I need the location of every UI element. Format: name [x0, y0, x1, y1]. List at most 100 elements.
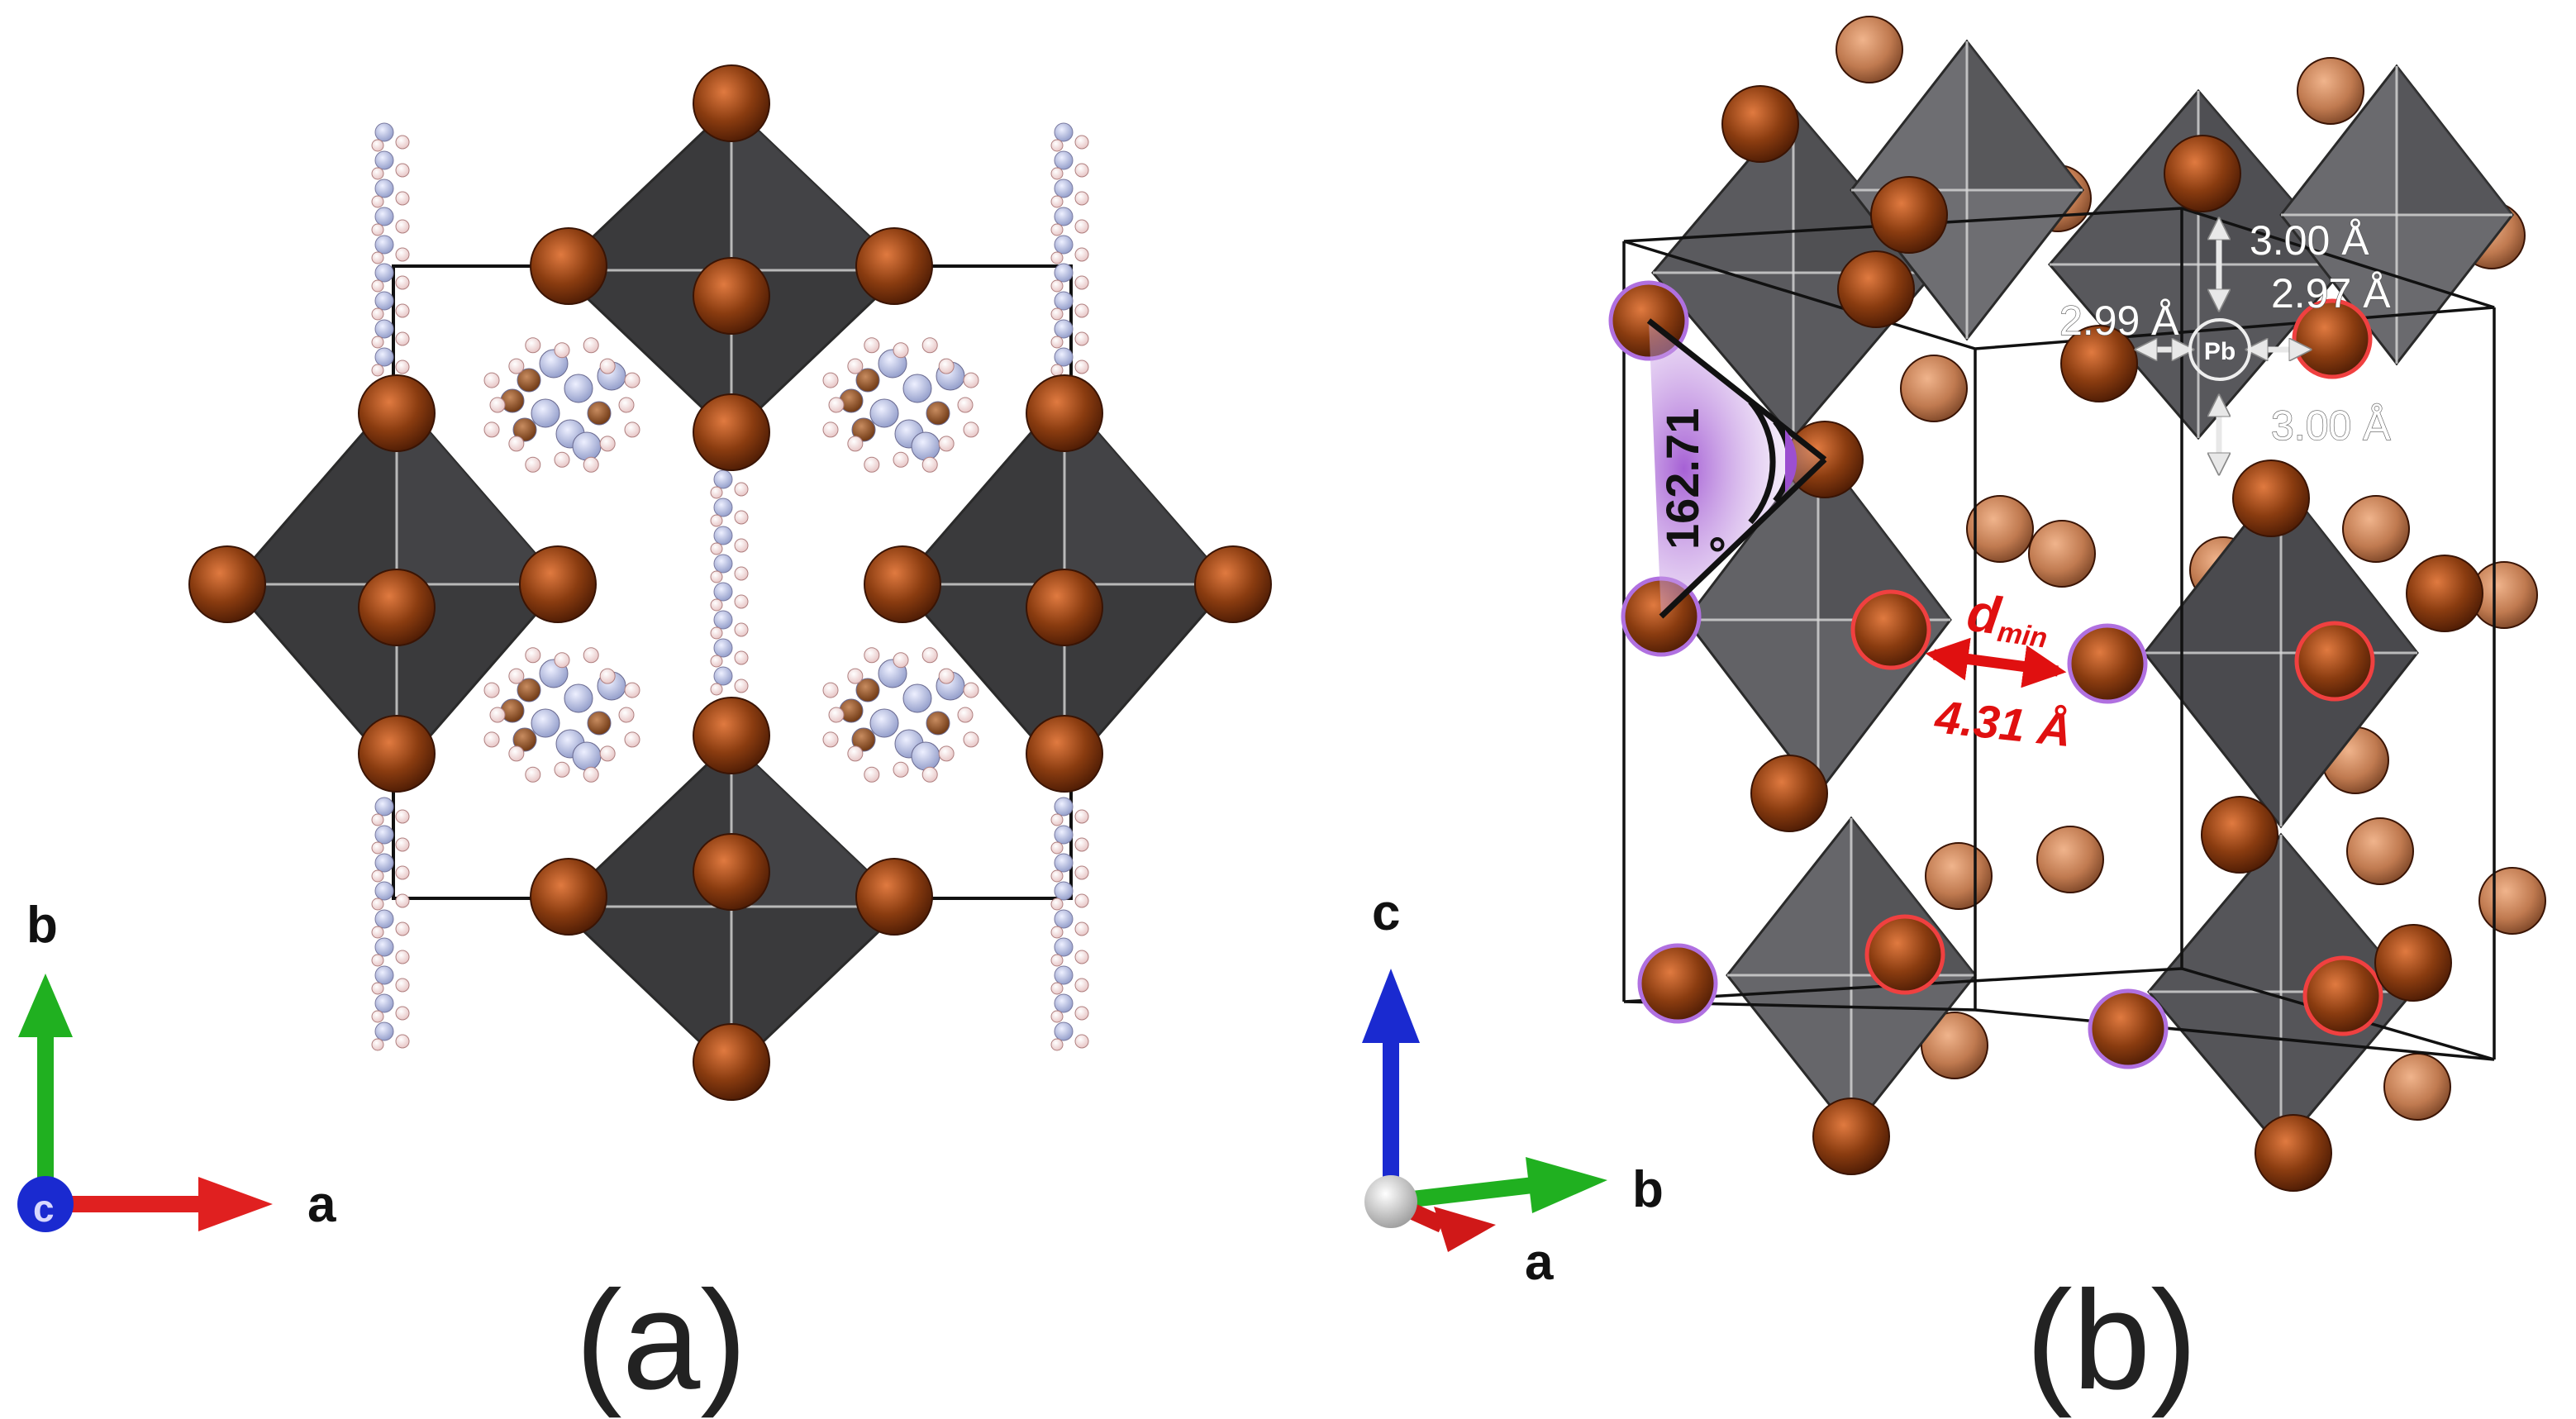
c-atom: [587, 401, 612, 426]
axis-triad-b: c b a: [1362, 884, 1664, 1291]
br-atom: [1900, 355, 1968, 422]
br-atom: [2342, 495, 2410, 563]
h-atom: [1074, 360, 1089, 374]
h-atom: [371, 364, 384, 377]
bond-length-right: 2.97 Å: [2271, 270, 2391, 317]
h-atom: [847, 745, 864, 762]
h-atom: [508, 436, 525, 452]
br-atom: [188, 545, 266, 623]
n-atom: [902, 374, 932, 403]
h-atom: [371, 898, 384, 911]
h-atom: [395, 809, 410, 824]
br-atom: [2067, 623, 2148, 704]
n-atom: [713, 582, 733, 602]
n-atom: [1054, 797, 1074, 817]
h-atom: [624, 682, 640, 698]
h-atom: [921, 337, 938, 354]
h-atom: [395, 191, 410, 206]
h-atom: [583, 766, 599, 783]
h-atom: [1074, 219, 1089, 234]
dmin-symbol: dmin: [1964, 583, 2054, 655]
n-atom: [713, 666, 733, 686]
h-atom: [1074, 191, 1089, 206]
n-atom: [1054, 291, 1074, 311]
br-atom: [2164, 135, 2241, 212]
h-atom: [371, 279, 384, 293]
h-atom: [1074, 893, 1089, 908]
h-atom: [395, 135, 410, 150]
octahedron-face: [1064, 394, 1230, 584]
octahedron-face: [1967, 41, 2083, 190]
octahedron-face: [2397, 66, 2512, 215]
br-atom: [693, 1023, 770, 1101]
h-atom: [395, 247, 410, 262]
br-atom: [864, 545, 941, 623]
n-atom: [374, 881, 394, 901]
h-atom: [371, 869, 384, 883]
h-atom: [734, 594, 749, 609]
dmin-subscript: min: [1995, 617, 2049, 655]
angle-value: 162.71: [1656, 408, 1708, 550]
br-atom: [693, 833, 770, 911]
h-atom: [864, 766, 880, 783]
br-atom: [358, 569, 436, 646]
axis-triad-a: c b a: [17, 897, 336, 1233]
h-atom: [710, 486, 723, 499]
axis-label-b: b: [1632, 1161, 1664, 1218]
h-atom: [921, 456, 938, 473]
n-atom: [374, 965, 394, 985]
panel-a: c b a (a): [17, 64, 1272, 1419]
h-atom: [395, 837, 410, 852]
h-atom: [395, 331, 410, 346]
h-atom: [508, 745, 525, 762]
h-atom: [1050, 1010, 1064, 1023]
br-atom: [358, 374, 436, 452]
h-atom: [525, 337, 541, 354]
n-atom: [1054, 319, 1074, 339]
h-atom: [734, 510, 749, 525]
c-atom: [855, 368, 880, 393]
h-atom: [1050, 251, 1064, 264]
n-atom: [374, 797, 394, 817]
angle-annotation: 162.71 °: [1646, 318, 1827, 619]
h-atom: [822, 731, 839, 748]
br-atom: [855, 227, 933, 305]
c-atom: [512, 417, 537, 442]
n-atom: [869, 708, 899, 738]
h-atom: [371, 954, 384, 967]
br-atom: [2383, 1053, 2451, 1121]
c-atom: [839, 698, 864, 723]
dmin-annotation: dmin 4.31 Å: [1925, 583, 2074, 756]
h-atom: [483, 731, 500, 748]
h-atom: [395, 163, 410, 178]
h-atom: [822, 682, 839, 698]
h-atom: [371, 982, 384, 995]
h-atom: [618, 707, 635, 723]
br-atom: [693, 64, 770, 142]
h-atom: [734, 566, 749, 581]
h-atom: [847, 358, 864, 374]
h-atom: [1074, 837, 1089, 852]
panel-label-a: (a): [575, 1262, 747, 1419]
br-atom: [1836, 16, 1903, 83]
h-atom: [938, 668, 955, 684]
n-atom: [713, 469, 733, 489]
n-atom: [911, 741, 940, 771]
h-atom: [710, 626, 723, 640]
br-atom: [1864, 914, 1945, 995]
n-atom: [374, 1021, 394, 1041]
h-atom: [395, 865, 410, 880]
br-atom: [2346, 817, 2414, 885]
h-atom: [1050, 813, 1064, 826]
n-atom: [1054, 881, 1074, 901]
h-atom: [1050, 982, 1064, 995]
br-atom: [1812, 1098, 1890, 1175]
c-atom: [855, 678, 880, 702]
h-atom: [395, 1034, 410, 1049]
br-atom: [693, 257, 770, 335]
br-atom: [2294, 621, 2375, 702]
h-atom: [734, 482, 749, 497]
br-atom: [530, 227, 607, 305]
h-atom: [822, 372, 839, 388]
h-atom: [710, 683, 723, 696]
